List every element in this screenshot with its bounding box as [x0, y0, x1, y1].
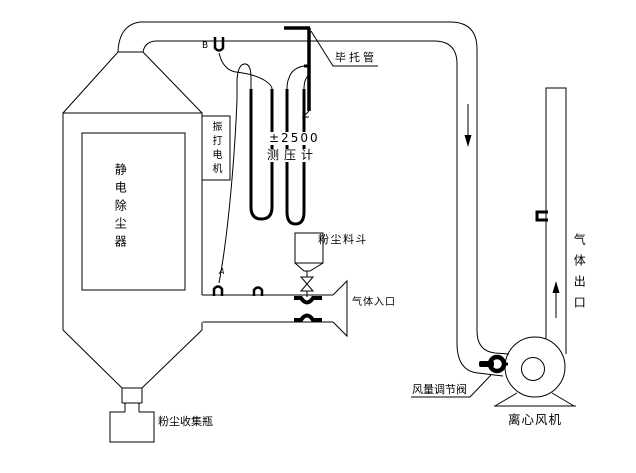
fan-housing — [504, 336, 566, 398]
tap-a-label: A — [219, 267, 225, 276]
esp-outer-body — [62, 112, 203, 330]
stack-arrow-head — [552, 281, 560, 293]
inlet-duct — [202, 294, 333, 323]
bottle-neck — [121, 388, 143, 412]
feed-valve-symbol — [299, 276, 315, 297]
manometer-u1 — [249, 89, 274, 221]
manometer-label: 测压计 — [266, 148, 320, 163]
tube-pitot-static — [286, 65, 305, 90]
pitot-tube-label: 毕托管 — [335, 51, 377, 64]
damper-valve-label: 风量调节阀 — [412, 383, 467, 396]
dust-bottle-label: 粉尘收集瓶 — [158, 415, 213, 428]
tube-tap-a-to-manometer — [218, 63, 252, 284]
tube-tap-b-to-manometer — [218, 52, 273, 90]
pitot-tip-notch — [301, 110, 310, 118]
fan-base — [494, 392, 576, 407]
dust-bottle-shape — [109, 411, 155, 443]
tube-pitot-total — [303, 74, 310, 90]
esp-label: 静电除尘器 — [113, 163, 128, 253]
gas-outlet-label: 气体出口 — [572, 233, 587, 317]
damper-valve-handle — [479, 361, 494, 367]
fan-label: 离心风机 — [508, 412, 563, 427]
venturi-lower — [294, 313, 322, 322]
pitot-tube-shape — [284, 26, 311, 111]
outlet-duct-inner — [142, 40, 504, 377]
tap-b-label: B — [202, 41, 209, 51]
tap-a-symbol — [212, 285, 224, 296]
outlet-duct-outer — [117, 21, 510, 355]
esp-inner-panel — [81, 132, 186, 291]
esp-top-cone — [62, 51, 203, 114]
inlet-bellmouth — [332, 279, 348, 338]
manometer-u2 — [285, 89, 306, 226]
fan-inlet-eye — [521, 357, 545, 381]
pitot-leader-line — [310, 30, 378, 67]
tap-b-symbol — [213, 37, 225, 52]
stack-port-bracket — [535, 210, 548, 222]
feed-funnel — [294, 262, 324, 277]
rapping-motor-box — [201, 115, 231, 181]
tap-2-symbol — [252, 286, 264, 296]
gas-inlet-label: 气体入口 — [352, 297, 396, 308]
esp-hopper — [62, 329, 203, 389]
manometer-range-label: ±2500 — [268, 131, 321, 146]
rapping-motor-label: 振打电机 — [210, 121, 221, 177]
dust-feed-hopper-shape — [294, 232, 324, 264]
dust-hopper-label: 粉尘料斗 — [318, 233, 368, 246]
damper-leader-line — [411, 374, 492, 398]
venturi-upper — [294, 296, 322, 305]
downcomer-arrow-head — [464, 135, 472, 147]
